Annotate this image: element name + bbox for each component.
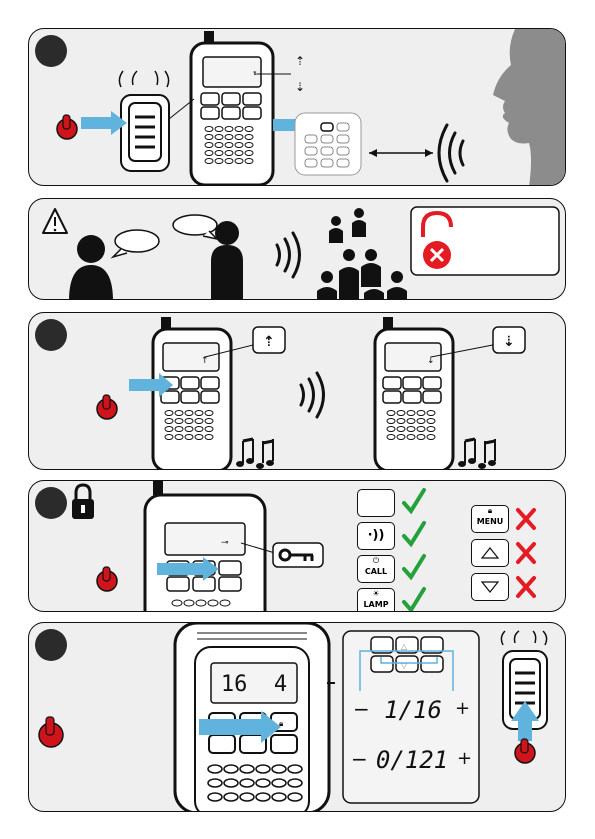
lcd-reading: 16 4 — [211, 671, 297, 699]
step-panel-2 — [28, 198, 566, 300]
walkie-talkie-left: ↑ — [153, 317, 261, 470]
allowed-row: ⏻ CALL — [357, 553, 457, 583]
cross-mark-icon — [515, 541, 537, 565]
key-icon — [273, 543, 323, 567]
step-panel-5: 🔒︎ △ ▽ — [28, 622, 566, 812]
allowed-row: ·)) — [357, 520, 457, 550]
radio-waves-icon — [301, 373, 324, 417]
plus-icon: + — [455, 699, 470, 719]
call-label: CALL — [358, 566, 394, 578]
step-panel-4: ⊸ — [28, 480, 566, 612]
svg-text:⇣: ⇣ — [295, 80, 305, 94]
blocked-row — [471, 571, 561, 601]
closed-padlock-icon — [72, 485, 94, 519]
allowed-row — [357, 487, 457, 517]
svg-text:↑: ↑ — [201, 356, 209, 366]
menu-button-icon: 🔒︎ MENU — [471, 505, 509, 533]
lamp-label: LAMP — [358, 599, 394, 611]
channel-value-2: 0/121 — [367, 745, 457, 775]
walkie-talkie: ⊸ — [145, 481, 275, 612]
allowed-buttons: ·)) ⏻ CALL ☀ LAMP — [357, 487, 457, 612]
pointing-hand-icon — [515, 739, 535, 763]
svg-text:▽: ▽ — [401, 661, 408, 670]
minus-icon: − — [351, 749, 368, 769]
svg-text:↓: ↓ — [427, 356, 435, 366]
pointing-hand-icon — [39, 717, 63, 747]
svg-text:⇣: ⇣ — [503, 334, 515, 350]
pointing-hand-icon — [97, 395, 117, 419]
svg-text:⊸: ⊸ — [221, 538, 229, 548]
step-badge — [35, 319, 67, 351]
speaking-head — [493, 29, 566, 186]
blocked-buttons: 🔒︎ MENU — [471, 503, 561, 601]
svg-text:△: △ — [401, 642, 408, 651]
channel-line-2: − 0/121 + — [349, 745, 473, 779]
person-left — [69, 235, 113, 300]
warning-triangle-icon — [43, 209, 67, 233]
blocked-row: 🔒︎ MENU — [471, 503, 561, 533]
keypad-closeup — [295, 113, 361, 175]
speech-bubble-icon — [115, 230, 159, 252]
cross-mark-icon — [423, 241, 451, 269]
channel-line-1: − 1/16 + — [349, 695, 473, 729]
step-panel-3: ↑ ⇡ — [28, 312, 566, 470]
cross-mark-icon — [515, 507, 537, 531]
voice-waves-icon — [439, 125, 463, 181]
walkie-talkie: ⇅ — [169, 31, 291, 185]
svg-text:⇡: ⇡ — [263, 334, 275, 350]
pointing-hand-icon — [97, 567, 117, 591]
music-notes-icon — [458, 439, 496, 469]
pointing-hand-icon — [57, 115, 77, 139]
up-icon: ⇡ — [253, 327, 285, 353]
blocked-row — [471, 537, 561, 567]
step-badge — [35, 487, 67, 519]
walkie-talkie-right: ↓ — [375, 317, 503, 470]
side-button-closeup — [119, 71, 169, 171]
blank-button-icon — [357, 489, 395, 517]
radio-waves-button-icon: ·)) — [357, 522, 395, 550]
down-icon: ⇣ — [493, 327, 525, 353]
down-button-icon — [471, 573, 509, 601]
up-button-icon — [471, 539, 509, 567]
check-mark-icon — [401, 520, 427, 548]
cross-mark-icon — [515, 575, 537, 599]
person-right — [211, 221, 243, 300]
bulb-icon: ☀ — [358, 589, 394, 599]
svg-text:⇅: ⇅ — [253, 69, 257, 77]
step-badge — [35, 35, 67, 67]
music-notes-icon — [236, 439, 274, 469]
walkie-talkie: 🔒︎ — [175, 623, 335, 812]
allowed-row: ☀ LAMP — [357, 586, 457, 612]
menu-label: MENU — [472, 516, 508, 528]
svg-text:⇡: ⇡ — [295, 54, 305, 68]
radio-waves-icon — [277, 233, 300, 277]
channel-value-1: 1/16 — [371, 695, 455, 725]
call-button-icon: ⏻ CALL — [357, 555, 395, 583]
plus-icon: + — [457, 749, 472, 769]
check-mark-icon — [401, 586, 427, 612]
step-badge — [35, 629, 67, 661]
step-panel-1: ⇅ ⇡ ⇣ — [28, 28, 566, 186]
up-down-icon: ⇡ ⇣ — [295, 54, 305, 94]
check-mark-icon — [401, 487, 427, 515]
power-icon: ⏻ — [358, 556, 394, 566]
minus-icon: − — [353, 699, 370, 719]
crowd — [317, 208, 407, 300]
check-mark-icon — [401, 553, 427, 581]
padlock-icon: 🔒︎ — [472, 506, 508, 516]
lamp-button-icon: ☀ LAMP — [357, 588, 395, 612]
